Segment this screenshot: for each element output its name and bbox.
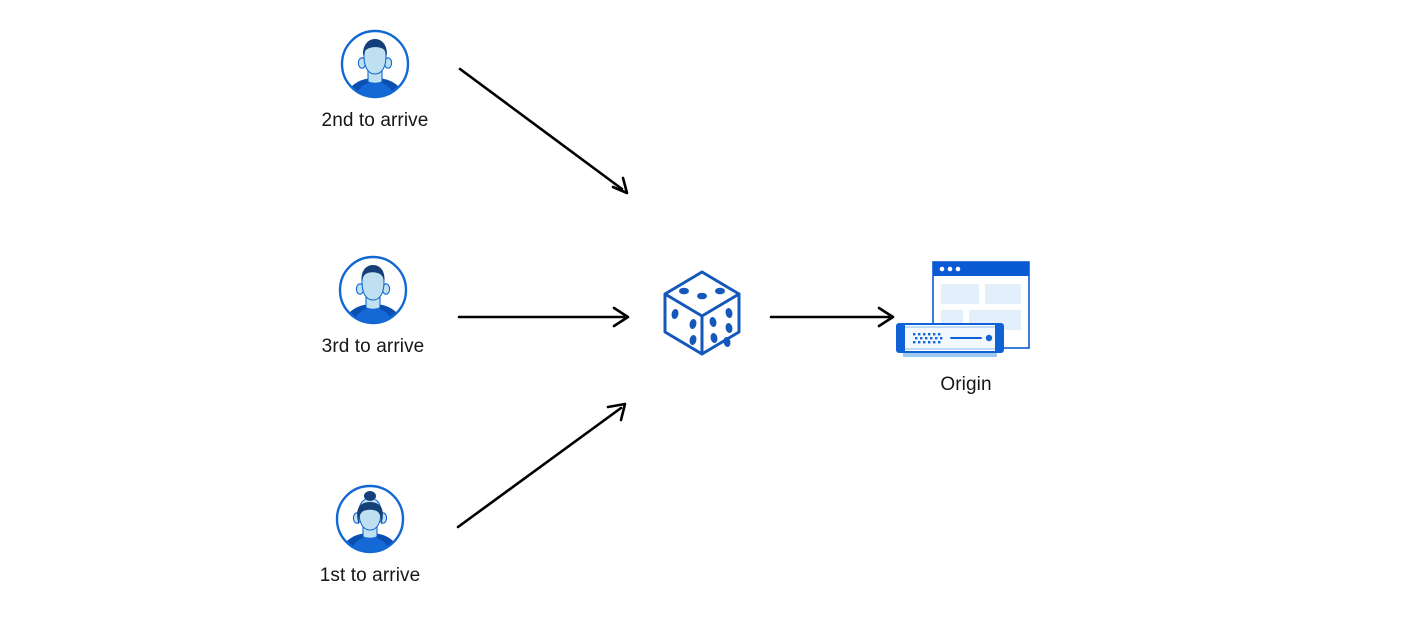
client-label-2nd: 2nd to arrive bbox=[321, 110, 429, 131]
server-status-led bbox=[985, 334, 993, 342]
arrow-dice-to-origin bbox=[769, 306, 895, 328]
origin-node[interactable]: Origin bbox=[893, 258, 1039, 396]
origin-server-icon bbox=[893, 258, 1039, 368]
user-avatar-icon bbox=[335, 484, 405, 554]
origin-label: Origin bbox=[940, 374, 992, 395]
randomizer-node[interactable] bbox=[659, 268, 745, 358]
client-label-3rd: 3rd to arrive bbox=[321, 336, 425, 357]
client-node-2nd[interactable]: 2nd to arrive bbox=[305, 28, 445, 132]
server-device bbox=[896, 323, 1004, 357]
arrow-client-1st-to-dice bbox=[456, 402, 627, 529]
server-indicator-dots bbox=[913, 333, 943, 344]
client-node-1st[interactable]: 1st to arrive bbox=[300, 483, 440, 587]
arrow-client-3rd-to-dice bbox=[457, 306, 630, 328]
user-avatar-icon bbox=[338, 255, 408, 325]
arrow-client-2nd-to-dice bbox=[458, 67, 629, 195]
user-avatar-icon bbox=[340, 29, 410, 99]
client-label-1st: 1st to arrive bbox=[319, 565, 421, 586]
dice-top-pips bbox=[679, 287, 725, 300]
dice-icon bbox=[663, 270, 741, 356]
dice-right-pips bbox=[709, 308, 733, 347]
client-node-3rd[interactable]: 3rd to arrive bbox=[303, 254, 443, 358]
dice-left-pips bbox=[671, 309, 697, 345]
